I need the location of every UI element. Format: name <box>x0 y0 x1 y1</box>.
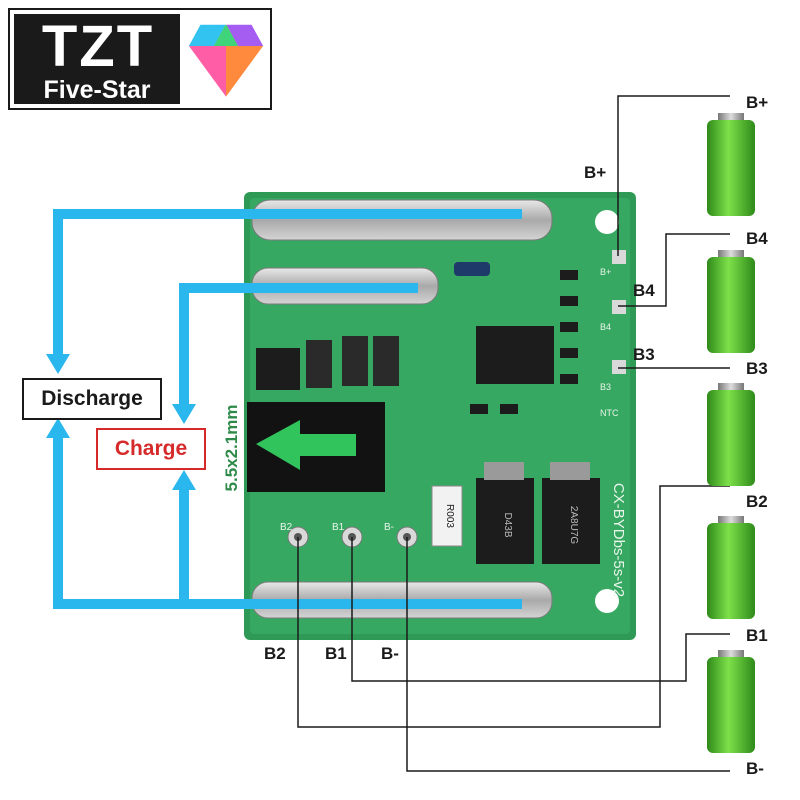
discharge-label: Discharge <box>41 387 143 410</box>
battery-cell <box>707 250 755 353</box>
discharge-label-box: Discharge <box>22 378 162 420</box>
mosfet-label-right: 2A8U7G <box>568 506 579 545</box>
charge-path <box>179 283 418 604</box>
pin-label-b4: B4 <box>633 281 655 300</box>
pin-label-b1: B1 <box>325 644 347 663</box>
battery-cell <box>707 383 755 486</box>
battery-cell <box>707 516 755 619</box>
charge-label-box: Charge <box>96 428 206 470</box>
diamond-icon <box>187 23 265 100</box>
brand-logo: TZT Five-Star <box>8 8 272 110</box>
pcb-board <box>244 192 636 640</box>
pcb-model-text: CX-BYDbs-5s-v2 <box>610 483 627 597</box>
charge-label: Charge <box>114 437 188 460</box>
charge-arrowhead-down <box>172 404 196 424</box>
silk-b1: B1 <box>332 522 345 533</box>
pin-label-bminus: B- <box>381 644 399 663</box>
jack-size-label: 5.5x2.1mm <box>222 405 241 492</box>
silk-ntc: NTC <box>600 408 619 418</box>
cell-label-b4: B4 <box>746 229 768 248</box>
charge-arrowhead-up <box>172 470 196 490</box>
cell-label-bplus: B+ <box>746 93 768 112</box>
silk-bminus: B- <box>384 522 394 533</box>
silk-b3: B3 <box>600 382 611 392</box>
mosfet-label-left: D43B <box>502 512 513 537</box>
silk-b2: B2 <box>280 522 293 533</box>
discharge-path <box>53 209 522 609</box>
discharge-arrowhead-down <box>46 354 70 374</box>
silk-bplus: B+ <box>600 267 611 277</box>
pin-label-b2: B2 <box>264 644 286 663</box>
battery-cell <box>707 650 755 753</box>
battery-cell <box>707 113 755 216</box>
pin-label-b3: B3 <box>633 345 655 364</box>
shunt-resistor-label: R003 <box>444 504 455 528</box>
logo-subtitle: Five-Star <box>43 76 151 104</box>
wiring-lines <box>297 95 730 772</box>
discharge-arrowhead-up <box>46 418 70 438</box>
cell-label-b3: B3 <box>746 359 768 378</box>
cell-label-bminus: B- <box>746 759 764 778</box>
pin-label-bplus: B+ <box>584 163 606 182</box>
cell-label-b2: B2 <box>746 492 768 511</box>
cell-label-b1: B1 <box>746 626 768 645</box>
silk-b4: B4 <box>600 322 611 332</box>
logo-title: TZT <box>41 14 155 79</box>
jack-arrow <box>256 420 356 470</box>
logo-panel: TZT Five-Star <box>14 14 180 104</box>
